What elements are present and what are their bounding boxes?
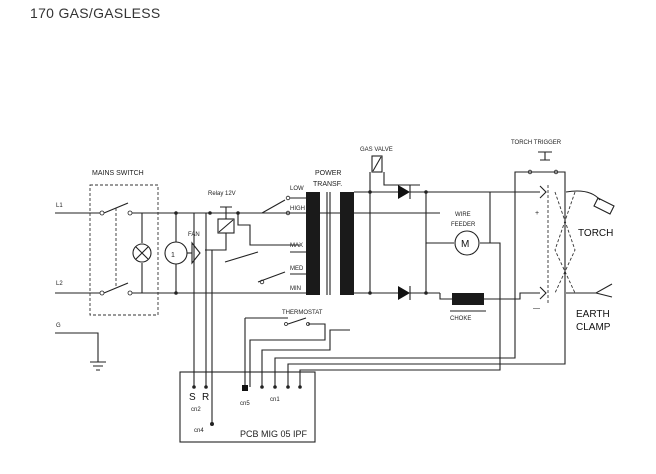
- diode-upper-icon: [398, 185, 410, 199]
- thermostat-label: THERMOSTAT: [282, 310, 323, 316]
- earth-label-2: CLAMP: [576, 322, 611, 333]
- gas-valve-wires: [369, 172, 420, 293]
- transformer-label-1: POWER: [315, 170, 341, 177]
- pcb-label: PCB MIG 05 IPF: [240, 429, 308, 439]
- fan-blade-icon: [191, 241, 201, 265]
- relay-coil-wire: [205, 233, 227, 251]
- fan-motor-label: 1: [171, 252, 175, 259]
- choke-wires: [439, 292, 540, 300]
- diode-lower-icon: [398, 286, 410, 300]
- earth-clamp-icon: [566, 283, 613, 298]
- g-label: G: [56, 323, 61, 329]
- secondary-wires: [354, 191, 398, 294]
- cn1-label: cn1: [270, 397, 280, 403]
- cn5-label: cn5: [240, 401, 250, 407]
- diode-upper-bar: [409, 185, 520, 199]
- relay-to-max: [237, 213, 300, 246]
- tap-low-label: LOW: [290, 186, 304, 192]
- plus-label: +: [535, 210, 539, 217]
- cn4-label: cn4: [194, 428, 204, 434]
- gas-valve-icon: [371, 155, 383, 173]
- pcb-box: [179, 371, 316, 443]
- choke-icon: [452, 293, 484, 305]
- pcb-r-label: R: [202, 392, 209, 403]
- switch-contact-l1-in: [99, 210, 105, 216]
- torch-icon: [593, 197, 615, 215]
- tap-max-label: MAX: [290, 243, 303, 249]
- torch-label: TORCH: [578, 228, 613, 239]
- selector-upper-blade: [261, 199, 286, 214]
- cn1-trigger-wire-1: [274, 171, 530, 387]
- page-title: 170 GAS/GASLESS: [30, 5, 161, 21]
- cn5-wire: [244, 317, 288, 385]
- torch-trigger-icon: [538, 151, 552, 161]
- mains-switch-label: MAINS SWITCH: [92, 170, 144, 177]
- l1-label: L1: [56, 203, 63, 209]
- l2-label: L2: [56, 281, 63, 287]
- pcb-s-r-wires: [193, 213, 207, 387]
- switch-blade-l2: [103, 282, 129, 294]
- cn5-connector: [242, 385, 248, 391]
- tap-med-label: MED: [290, 266, 304, 272]
- gas-valve-label: GAS VALVE: [360, 147, 393, 153]
- tap-high-label: HIGH: [290, 206, 305, 212]
- motor-icon: [454, 230, 480, 256]
- wire-feeder-label-2: FEEDER: [451, 222, 476, 228]
- lamp-icon: [132, 243, 152, 263]
- tap-wires: [290, 197, 306, 294]
- polarity-cross: [554, 191, 576, 294]
- torch-plug-upper: [539, 185, 547, 199]
- transformer-secondary-icon: [340, 192, 354, 295]
- torch-cable: [565, 190, 601, 201]
- earth-label-1: EARTH: [576, 309, 610, 320]
- switch-contact-l2-in: [99, 290, 105, 296]
- fan-motor-icon: [164, 241, 188, 265]
- gas-valve-diag: [372, 156, 382, 172]
- switch-contact-l1-out: [127, 210, 133, 216]
- lamp-cross: [135, 246, 149, 260]
- minus-label: —: [533, 305, 540, 312]
- transformer-label-2: TRANSF.: [313, 181, 342, 188]
- ground-icon: [90, 361, 106, 371]
- switch-contact-l2-out: [127, 290, 133, 296]
- ground-wire: [55, 332, 99, 362]
- transformer-primary-icon: [306, 192, 320, 295]
- selector-lower-blade-1: [224, 251, 259, 263]
- tap-min-label: MIN: [290, 286, 301, 292]
- thermostat-wire: [249, 323, 326, 387]
- transformer-core: [326, 192, 331, 295]
- cn1-wire-1: [261, 329, 350, 387]
- thermostat-icon: [287, 317, 307, 325]
- torch-plug-lower: [539, 286, 547, 300]
- wire-feeder-label-1: WIRE: [455, 212, 471, 218]
- relay-contact: [220, 206, 232, 219]
- pcb-s-label: S: [189, 392, 196, 403]
- choke-label: CHOKE: [450, 316, 471, 322]
- mains-switch-box: [89, 184, 159, 316]
- motor-label: M: [461, 239, 469, 250]
- cn1-motor-wire: [299, 242, 501, 387]
- torch-trigger-label: TORCH TRIGGER: [511, 140, 562, 146]
- cn2-label: cn2: [191, 407, 201, 413]
- cn1-trigger-wire-2: [287, 171, 566, 387]
- relay-label: Relay 12V: [208, 191, 236, 197]
- relay-coil-diag: [218, 219, 234, 233]
